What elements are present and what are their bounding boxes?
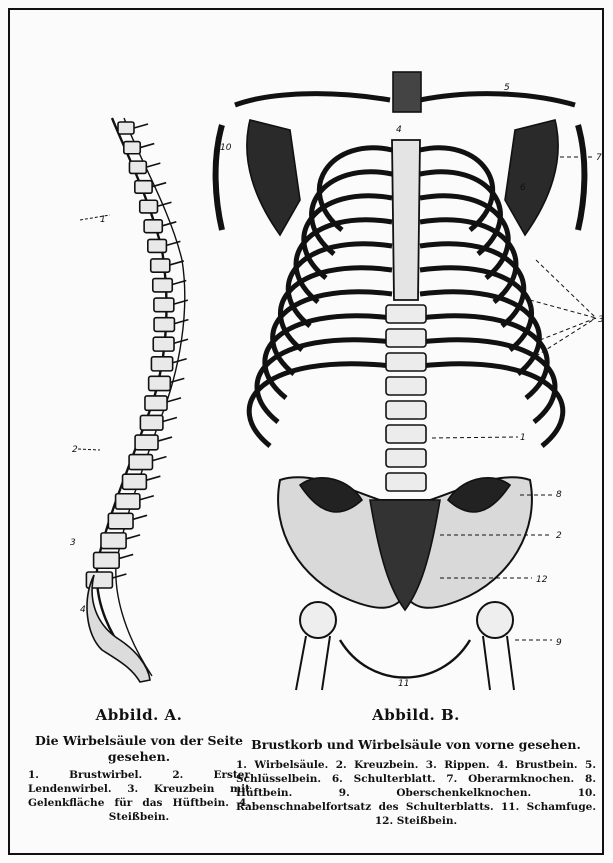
spinous-process [146, 163, 160, 167]
figure-a-title: Die Wirbelsäule von der Seite gesehen. [28, 733, 250, 765]
thorax-marker-11: 11 [398, 679, 409, 689]
vertebra [129, 161, 146, 173]
vertebra [140, 200, 158, 213]
figure-a-label: Abbild. A. [28, 706, 250, 724]
thorax-marker-12: 12 [536, 575, 548, 585]
vertebra [129, 455, 152, 470]
spinous-process [152, 457, 166, 461]
lumbar-vertebra [386, 473, 426, 491]
spinous-process [134, 124, 148, 128]
figure-b-title: Brustkorb und Wirbelsäule von vorne gese… [236, 737, 596, 753]
lumbar-vertebra [386, 305, 426, 323]
thorax-marker-7: 7 [596, 153, 602, 163]
spinous-process [158, 437, 172, 441]
vertebra [118, 122, 134, 134]
lumbar-vertebra [386, 377, 426, 395]
spine-marker-4: 4 [80, 605, 86, 615]
spinous-process [163, 417, 177, 421]
figure-a-legend: 1. Brustwirbel. 2. Erster Lendenwirbel. … [28, 768, 250, 824]
spinous-process [119, 554, 133, 558]
thorax-marker-3: 3 [598, 315, 604, 325]
spinous-process [157, 202, 171, 206]
vertebra [151, 357, 172, 371]
spinous-process [174, 320, 188, 324]
thorax-marker-6: 6 [520, 183, 526, 193]
thorax-marker-2: 2 [556, 531, 562, 541]
vertebra [145, 396, 167, 410]
vertebra [149, 376, 171, 390]
figure-b-legend: 1. Wirbelsäule. 2. Kreuzbein. 3. Rippen.… [236, 758, 596, 828]
lumbar-vertebra [386, 329, 426, 347]
spinous-process [170, 261, 184, 265]
thorax-marker-9: 9 [556, 638, 562, 648]
thorax-front-view-illustration [216, 72, 585, 690]
spine-leader-2 [78, 449, 100, 450]
vertebra [101, 533, 126, 549]
rib-left [249, 364, 392, 446]
thorax-marker-8: 8 [556, 490, 562, 500]
vertebra [94, 552, 120, 568]
spinous-process [173, 359, 187, 363]
spine-marker-2: 2 [72, 445, 78, 455]
vertebra [124, 142, 140, 154]
spinous-process [112, 574, 126, 578]
vertebra [135, 181, 152, 194]
vertebra [135, 435, 158, 450]
vertebra [144, 220, 162, 233]
spinous-process [126, 535, 140, 539]
rib-right [420, 364, 563, 446]
spinous-process [146, 476, 160, 480]
spinous-process [174, 300, 188, 304]
thorax-marker-4: 4 [396, 125, 402, 135]
vertebra [153, 337, 174, 351]
lumbar-vertebra [386, 449, 426, 467]
thorax-marker-10: 10 [220, 143, 232, 153]
vertebra [151, 259, 170, 272]
lumbar-vertebra [386, 401, 426, 419]
anatomy-illustrations: 1 2 3 4 [0, 0, 613, 700]
vertebra [148, 239, 167, 252]
spinous-process [140, 144, 154, 148]
figure-b-label: Abbild. B. [236, 706, 596, 724]
vertebra [154, 318, 174, 332]
vertebra [140, 415, 163, 430]
spinous-process [133, 515, 147, 519]
spine-marker-3: 3 [70, 538, 76, 548]
spinous-process [170, 378, 184, 382]
spinous-process [167, 398, 181, 402]
lumbar-vertebra [386, 353, 426, 371]
spine-side-view-illustration [86, 118, 188, 682]
vertebra [153, 279, 172, 292]
vertebra [154, 298, 174, 312]
spinous-process [140, 496, 154, 500]
vertebra [108, 513, 133, 528]
thorax-marker-1: 1 [520, 433, 526, 443]
vertebra [116, 494, 140, 509]
vertebra [123, 474, 147, 489]
thorax-marker-5: 5 [504, 83, 510, 93]
lumbar-vertebra [386, 425, 426, 443]
